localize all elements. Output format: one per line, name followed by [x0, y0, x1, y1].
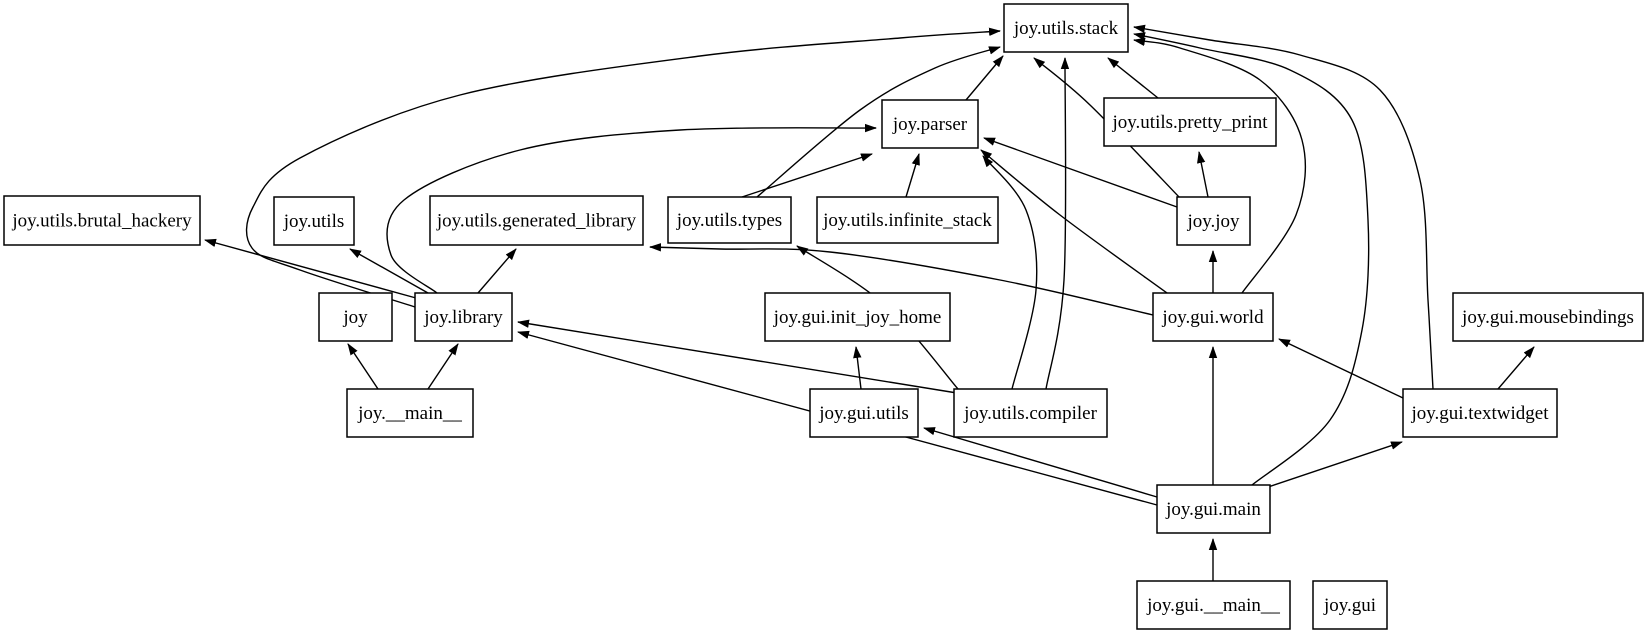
node-stack: joy.utils.stack [1003, 3, 1129, 53]
edge-joy_joy-to-pretty_print [1197, 151, 1209, 198]
edge-compiler-to-stack [1045, 57, 1070, 390]
node-label-joy_joy: joy.joy [1186, 211, 1240, 232]
node-box-mousebindings [1452, 292, 1644, 342]
node-box-joy_joy [1176, 196, 1251, 246]
node-box-gui_main [1156, 484, 1271, 534]
node-box-textwidget [1402, 388, 1558, 438]
edge-world-to-generated_library [649, 243, 1154, 316]
edge-gui_main-to-gui_utils [923, 427, 1158, 498]
node-box-compiler [953, 388, 1108, 438]
node-gui_main: joy.gui.main [1156, 484, 1271, 534]
edge-main-to-joy [347, 343, 379, 390]
node-label-gui_dunder_main: joy.gui.__main__ [1146, 595, 1280, 616]
edge-pretty_print-to-stack [1107, 57, 1159, 99]
edge-library-to-parser [386, 123, 877, 294]
edge-types-to-parser [741, 153, 873, 198]
node-box-gui_dunder_main [1136, 580, 1291, 630]
node-pretty_print: joy.utils.pretty_print [1103, 97, 1277, 147]
node-compiler: joy.utils.compiler [953, 388, 1108, 438]
node-box-init_joy_home [764, 292, 951, 342]
node-label-compiler: joy.utils.compiler [963, 403, 1097, 424]
node-label-parser: joy.parser [892, 114, 968, 135]
edge-gui_main-to-stack [1133, 32, 1370, 486]
node-label-main: joy.__main__ [357, 403, 462, 424]
node-joy: joy [318, 292, 393, 342]
edge-world-to-stack [1133, 37, 1307, 294]
node-box-brutal_hackery [3, 195, 201, 246]
edges-layer [204, 24, 1535, 581]
node-gui_dunder_main: joy.gui.__main__ [1136, 580, 1291, 630]
node-brutal_hackery: joy.utils.brutal_hackery [3, 195, 201, 246]
node-label-infinite_stack: joy.utils.infinite_stack [822, 210, 992, 231]
node-label-world: joy.gui.world [1161, 307, 1264, 328]
edge-compiler-to-parser [982, 155, 1038, 390]
edge-parser-to-stack [965, 55, 1004, 101]
node-mousebindings: joy.gui.mousebindings [1452, 292, 1644, 342]
node-generated_library: joy.utils.generated_library [429, 195, 644, 246]
node-label-brutal_hackery: joy.utils.brutal_hackery [11, 211, 192, 232]
node-label-library: joy.library [423, 307, 503, 328]
node-main: joy.__main__ [346, 388, 474, 438]
edge-types-to-stack [756, 46, 1001, 198]
edge-textwidget-to-world [1278, 338, 1404, 399]
node-label-pretty_print: joy.utils.pretty_print [1112, 112, 1269, 133]
node-gui_utils: joy.gui.utils [809, 388, 919, 438]
node-box-utils [273, 196, 355, 246]
edge-world-to-parser [980, 149, 1168, 294]
node-label-init_joy_home: joy.gui.init_joy_home [773, 307, 942, 328]
node-box-stack [1003, 3, 1129, 53]
node-joy_joy: joy.joy [1176, 196, 1251, 246]
node-box-world [1152, 292, 1274, 342]
edge-library-to-utils [349, 248, 429, 294]
node-box-generated_library [429, 195, 644, 246]
node-world: joy.gui.world [1152, 292, 1274, 342]
edge-main-to-library [427, 343, 459, 390]
node-label-mousebindings: joy.gui.mousebindings [1461, 307, 1634, 328]
node-label-gui: joy.gui [1323, 595, 1376, 616]
node-label-gui_utils: joy.gui.utils [818, 403, 909, 424]
node-box-gui [1312, 580, 1388, 630]
edge-compiler-to-library [517, 319, 958, 394]
edge-infinite_stack-to-parser [905, 153, 920, 198]
node-box-types [667, 196, 792, 244]
node-gui: joy.gui [1312, 580, 1388, 630]
node-box-pretty_print [1103, 97, 1277, 147]
node-label-generated_library: joy.utils.generated_library [436, 211, 637, 232]
node-box-infinite_stack [816, 196, 999, 244]
node-utils: joy.utils [273, 196, 355, 246]
node-box-main [346, 388, 474, 438]
node-init_joy_home: joy.gui.init_joy_home [764, 292, 951, 342]
edge-joy_joy-to-parser [983, 137, 1178, 208]
node-textwidget: joy.gui.textwidget [1402, 388, 1558, 438]
node-parser: joy.parser [881, 99, 979, 149]
edge-library-to-generated_library [477, 248, 517, 294]
node-box-gui_utils [809, 388, 919, 438]
node-box-parser [881, 99, 979, 149]
edge-gui_main-to-textwidget [1267, 441, 1403, 488]
edge-library-to-stack [245, 27, 1001, 308]
edge-library-to-brutal_hackery [204, 238, 417, 299]
node-label-utils: joy.utils [283, 211, 345, 232]
node-library: joy.library [414, 292, 513, 342]
edge-textwidget-to-stack [1133, 24, 1434, 390]
node-box-library [414, 292, 513, 342]
node-types: joy.utils.types [667, 196, 792, 244]
node-label-stack: joy.utils.stack [1013, 18, 1119, 39]
node-label-types: joy.utils.types [676, 210, 782, 231]
edge-gui_utils-to-init_joy_home [853, 346, 862, 390]
edge-textwidget-to-mousebindings [1497, 346, 1535, 390]
node-label-gui_main: joy.gui.main [1165, 499, 1261, 520]
node-label-joy: joy [342, 307, 368, 328]
nodes-layer: joy.utils.stack joy.parser joy.utils.prett… [3, 3, 1644, 630]
edge-joy_joy-to-stack [1033, 57, 1181, 199]
node-box-joy [318, 292, 393, 342]
node-label-textwidget: joy.gui.textwidget [1410, 403, 1549, 424]
node-infinite_stack: joy.utils.infinite_stack [816, 196, 999, 244]
